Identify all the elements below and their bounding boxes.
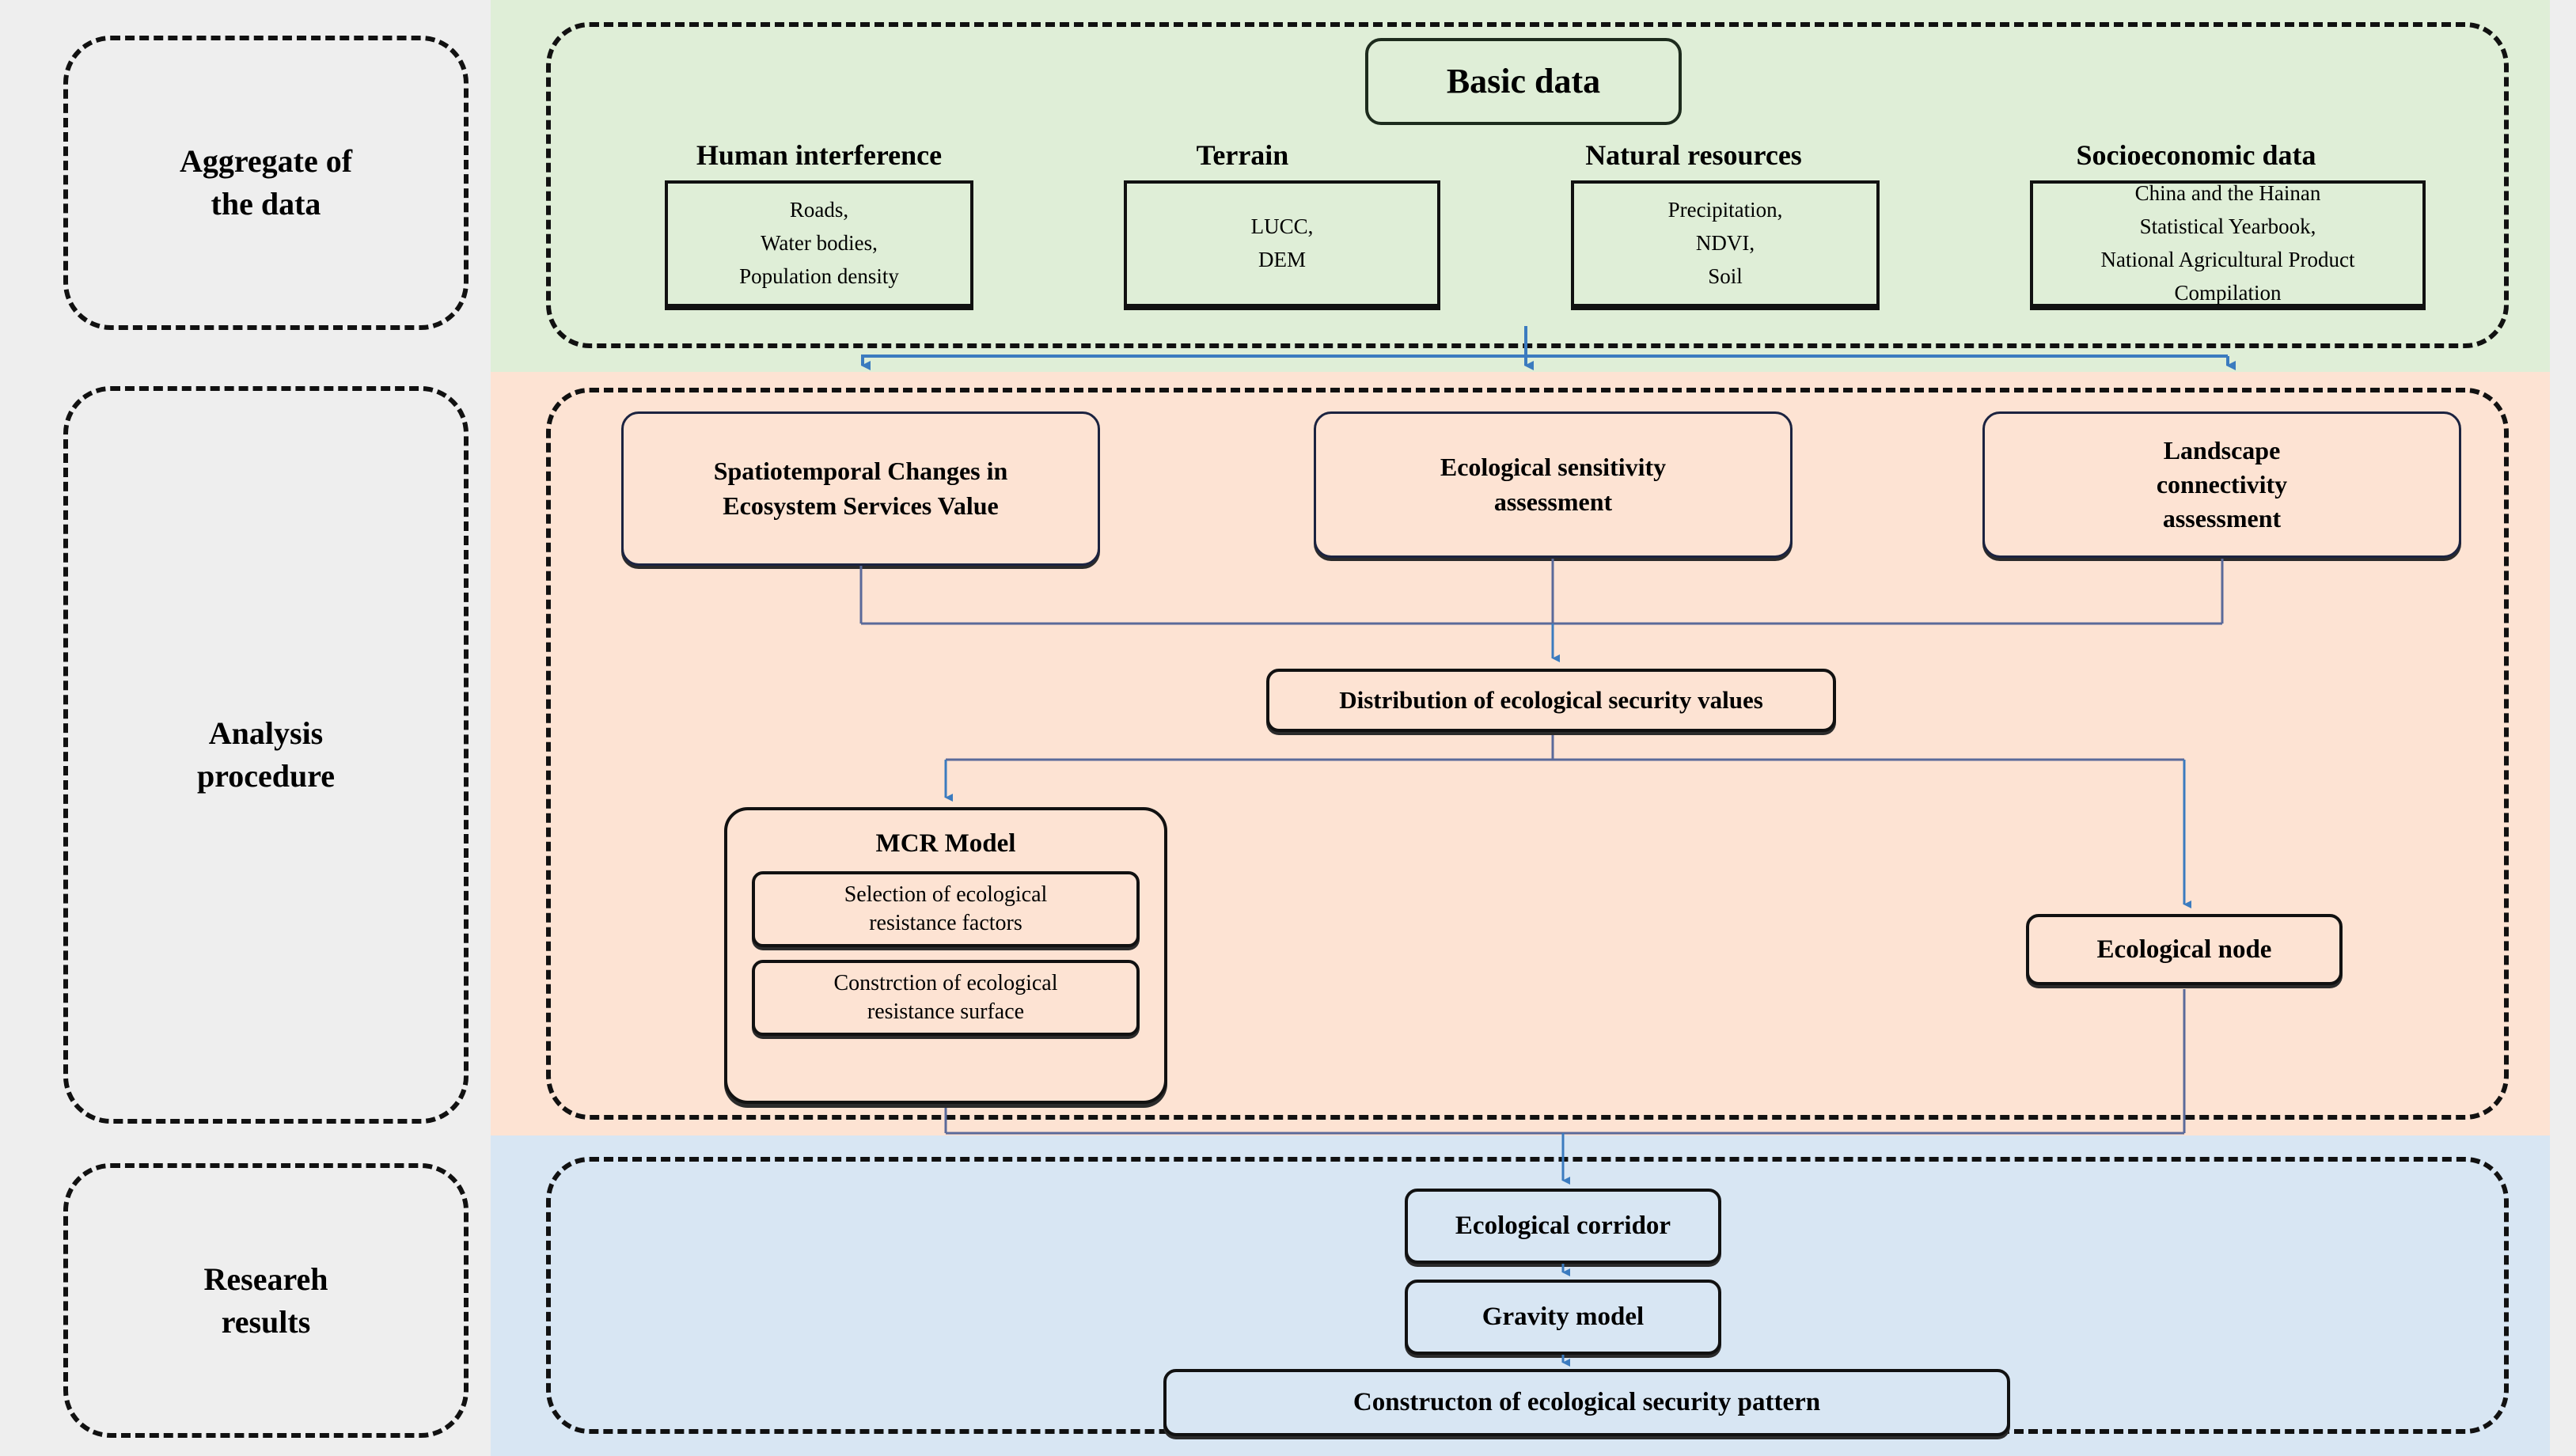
category-box-natural-resources[interactable]: Precipitation,NDVI,Soil <box>1571 180 1880 307</box>
node-distribution-ecological-security-values[interactable]: Distribution of ecological security valu… <box>1266 669 1836 732</box>
node-basic-data[interactable]: Basic data <box>1365 38 1682 125</box>
node-gravity-model[interactable]: Gravity model <box>1405 1280 1721 1355</box>
category-label-natural-resources: Natural resources <box>1585 139 1802 171</box>
category-label-terrain: Terrain <box>1196 139 1289 171</box>
basic-data-label: Basic data <box>1446 62 1601 101</box>
category-box-human-interference[interactable]: Roads,Water bodies,Population density <box>665 180 973 307</box>
category-label-socioeconomic-data: Socioeconomic data <box>2076 139 2316 171</box>
mcr-model-title: MCR Model <box>875 829 1016 858</box>
section-outline-basic-data <box>546 22 2509 348</box>
node-ecological-node[interactable]: Ecological node <box>2026 914 2343 985</box>
node-construction-ecological-security-pattern[interactable]: Constructon of ecological security patte… <box>1163 1369 2010 1436</box>
category-label-human-interference: Human interference <box>696 139 943 171</box>
section-outline-analysis <box>546 388 2509 1120</box>
category-box-terrain[interactable]: LUCC,DEM <box>1124 180 1440 307</box>
node-ecological-corridor[interactable]: Ecological corridor <box>1405 1189 1721 1264</box>
